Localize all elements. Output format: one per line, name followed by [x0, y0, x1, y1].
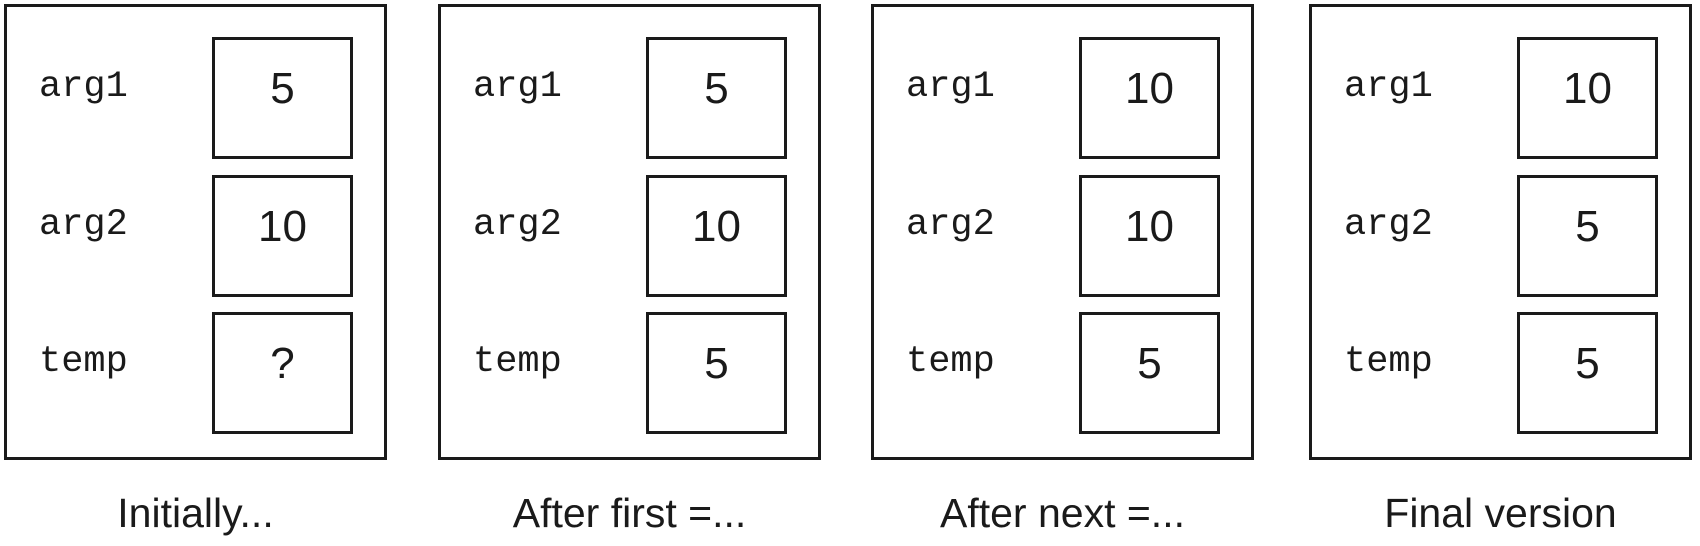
variable-label-arg2: arg2 [473, 204, 562, 246]
caption-after-next: After next =... [940, 490, 1185, 536]
variable-label-temp: temp [1344, 341, 1433, 383]
value-box-arg1: 5 [212, 37, 353, 159]
variable-label-arg2: arg2 [906, 204, 995, 246]
value-arg1: 5 [270, 64, 295, 113]
value-box-arg1: 10 [1079, 37, 1220, 159]
variable-label-temp: temp [473, 341, 562, 383]
value-box-arg1: 5 [646, 37, 787, 159]
variable-label-arg1: arg1 [1344, 66, 1433, 108]
panel-final-version: arg1 10 arg2 5 temp 5 [1309, 4, 1692, 460]
value-temp: 5 [1575, 339, 1600, 388]
value-temp: ? [270, 339, 295, 388]
value-box-temp: 5 [646, 312, 787, 434]
value-temp: 5 [704, 339, 729, 388]
value-box-arg1: 10 [1517, 37, 1658, 159]
variable-label-arg2: arg2 [39, 204, 128, 246]
panel-initially: arg1 5 arg2 10 temp ? [4, 4, 387, 460]
panel-after-next: arg1 10 arg2 10 temp 5 [871, 4, 1254, 460]
value-arg2: 10 [1125, 202, 1174, 251]
value-box-arg2: 5 [1517, 175, 1658, 297]
value-box-arg2: 10 [212, 175, 353, 297]
variable-label-temp: temp [39, 341, 128, 383]
variable-label-arg1: arg1 [473, 66, 562, 108]
value-arg2: 5 [1575, 202, 1600, 251]
value-arg1: 5 [704, 64, 729, 113]
value-box-temp: 5 [1079, 312, 1220, 434]
variable-label-arg2: arg2 [1344, 204, 1433, 246]
caption-final-version: Final version [1384, 490, 1617, 536]
variable-label-arg1: arg1 [39, 66, 128, 108]
value-box-temp: ? [212, 312, 353, 434]
value-box-temp: 5 [1517, 312, 1658, 434]
variable-label-temp: temp [906, 341, 995, 383]
value-arg1: 10 [1563, 64, 1612, 113]
value-box-arg2: 10 [1079, 175, 1220, 297]
caption-initially: Initially... [117, 490, 274, 536]
variable-label-arg1: arg1 [906, 66, 995, 108]
value-arg1: 10 [1125, 64, 1174, 113]
panel-after-first: arg1 5 arg2 10 temp 5 [438, 4, 821, 460]
value-arg2: 10 [258, 202, 307, 251]
value-temp: 5 [1137, 339, 1162, 388]
value-arg2: 10 [692, 202, 741, 251]
value-box-arg2: 10 [646, 175, 787, 297]
caption-after-first: After first =... [512, 490, 747, 536]
